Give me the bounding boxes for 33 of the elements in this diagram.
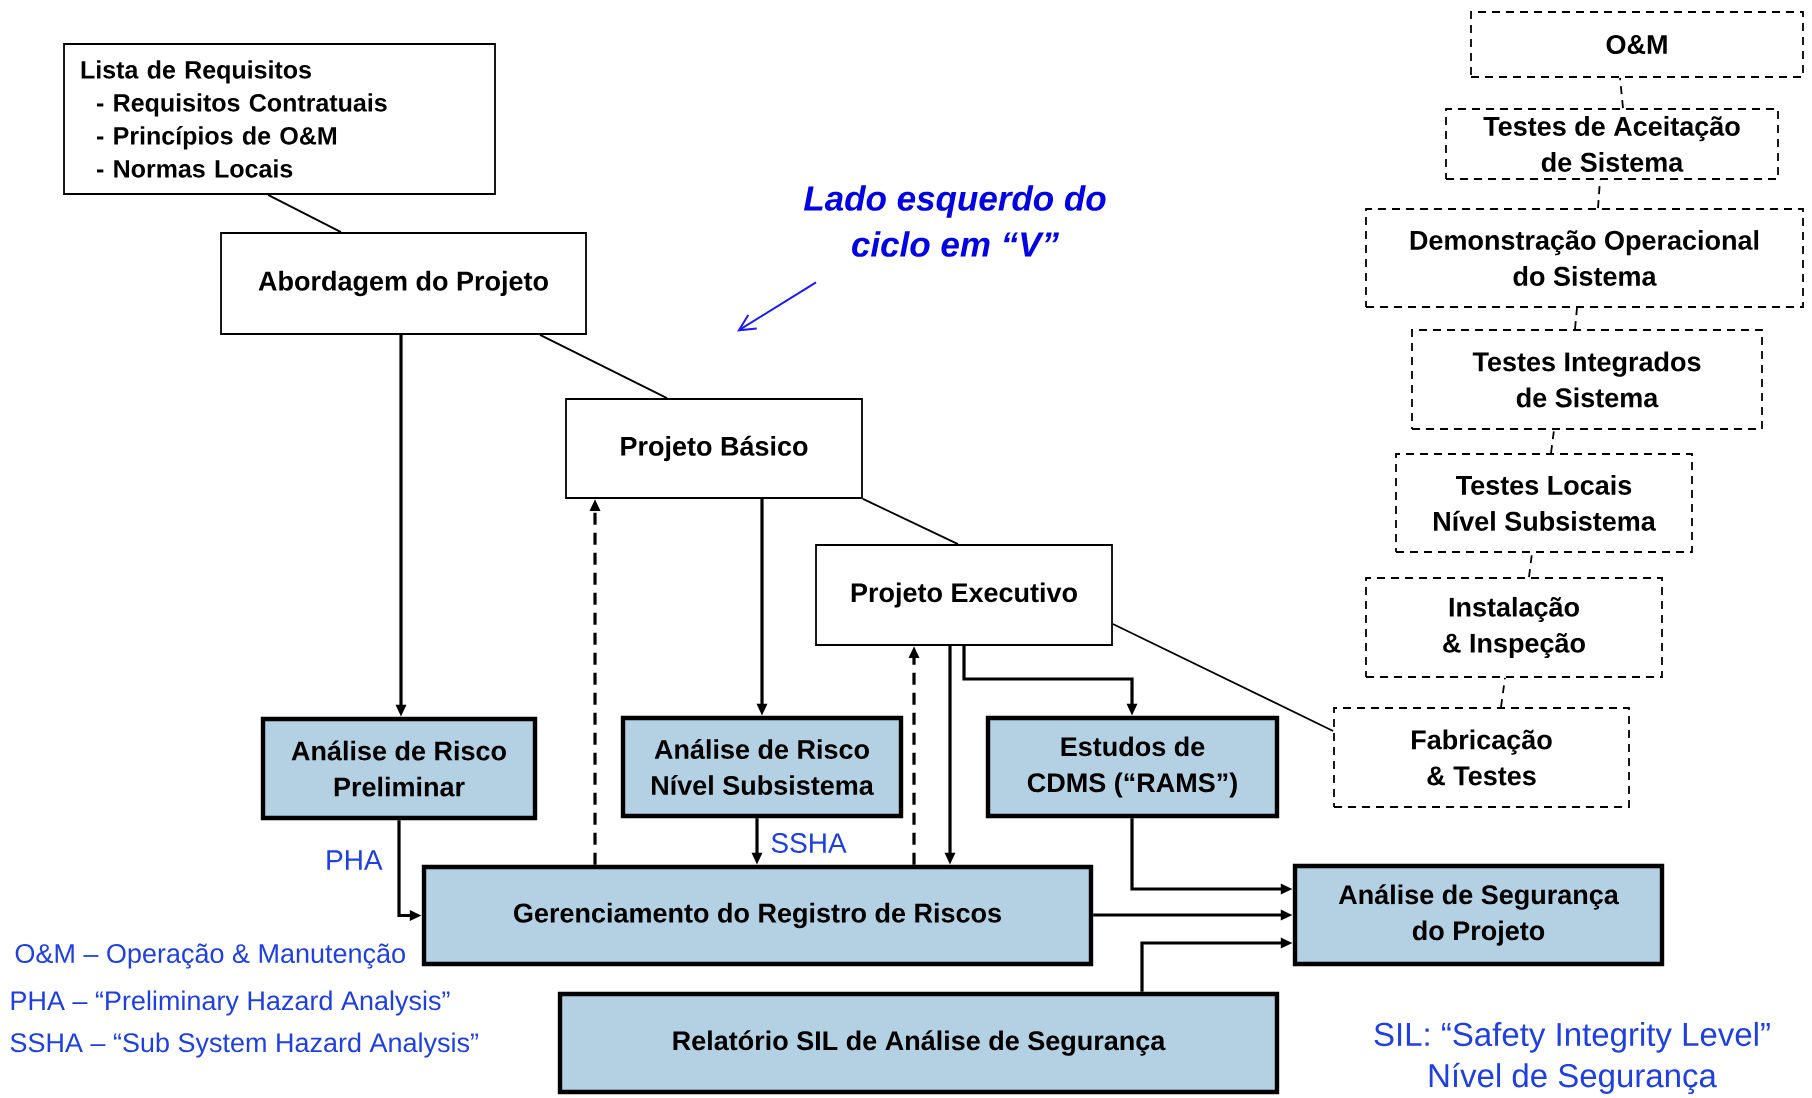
dashed-box: Testes Locais Nível Subsistema xyxy=(1395,453,1693,553)
dashed-line xyxy=(1619,77,1624,109)
edge-label: SSHA xyxy=(771,833,847,853)
dashed-box: Instalação & Inspeção xyxy=(1365,577,1663,678)
shaded-box: Análise de Segurança do Projeto xyxy=(1292,863,1665,967)
shaded-box: Análise de Risco Nível Subsistema xyxy=(620,715,904,819)
dashed-line xyxy=(1550,429,1555,454)
connector-line xyxy=(1112,623,1334,732)
abbreviation-note: PHA – “Preliminary Hazard Analysis” xyxy=(11,990,450,1016)
shaded-box: Gerenciamento do Registro de Riscos xyxy=(421,864,1094,967)
process-box: Abordagem do Projeto xyxy=(220,232,587,335)
dashed-box: O&M xyxy=(1470,11,1804,78)
dashed-box: Testes de Aceitação de Sistema xyxy=(1445,108,1779,180)
shaded-box: Análise de Risco Preliminar xyxy=(260,716,538,821)
dashed-line xyxy=(1574,307,1578,330)
connector-line xyxy=(539,334,668,399)
annotation-text: Lado esquerdo do ciclo em “V” xyxy=(803,185,1106,257)
shaded-box: Estudos de CDMS (“RAMS”) xyxy=(985,715,1280,819)
abbreviation-note: SIL: “Safety Integrity Level” Nível de Segurança xyxy=(1374,1021,1770,1095)
process-box: Projeto Básico xyxy=(565,398,863,499)
dashed-line xyxy=(1500,677,1506,708)
abbreviation-note: SSHA – “Sub System Hazard Analysis” xyxy=(10,1032,478,1058)
process-box: Projeto Executivo xyxy=(815,544,1113,646)
arrow xyxy=(737,281,817,332)
requirements-box: Lista de Requisitos - Requisitos Contratuais - Princípios de O&M - Normas Locais xyxy=(63,43,496,195)
shaded-box: Relatório SIL de Análise de Segurança xyxy=(557,991,1280,1095)
dashed-line xyxy=(1528,552,1533,578)
dashed-box: Demonstração Operacional do Sistema xyxy=(1365,208,1804,308)
dashed-box: Testes Integrados de Sistema xyxy=(1411,329,1763,430)
edge-label: PHA xyxy=(327,850,383,870)
connector-line xyxy=(862,498,959,545)
connector-line xyxy=(267,194,342,233)
dashed-box: Fabricação & Testes xyxy=(1333,707,1630,808)
